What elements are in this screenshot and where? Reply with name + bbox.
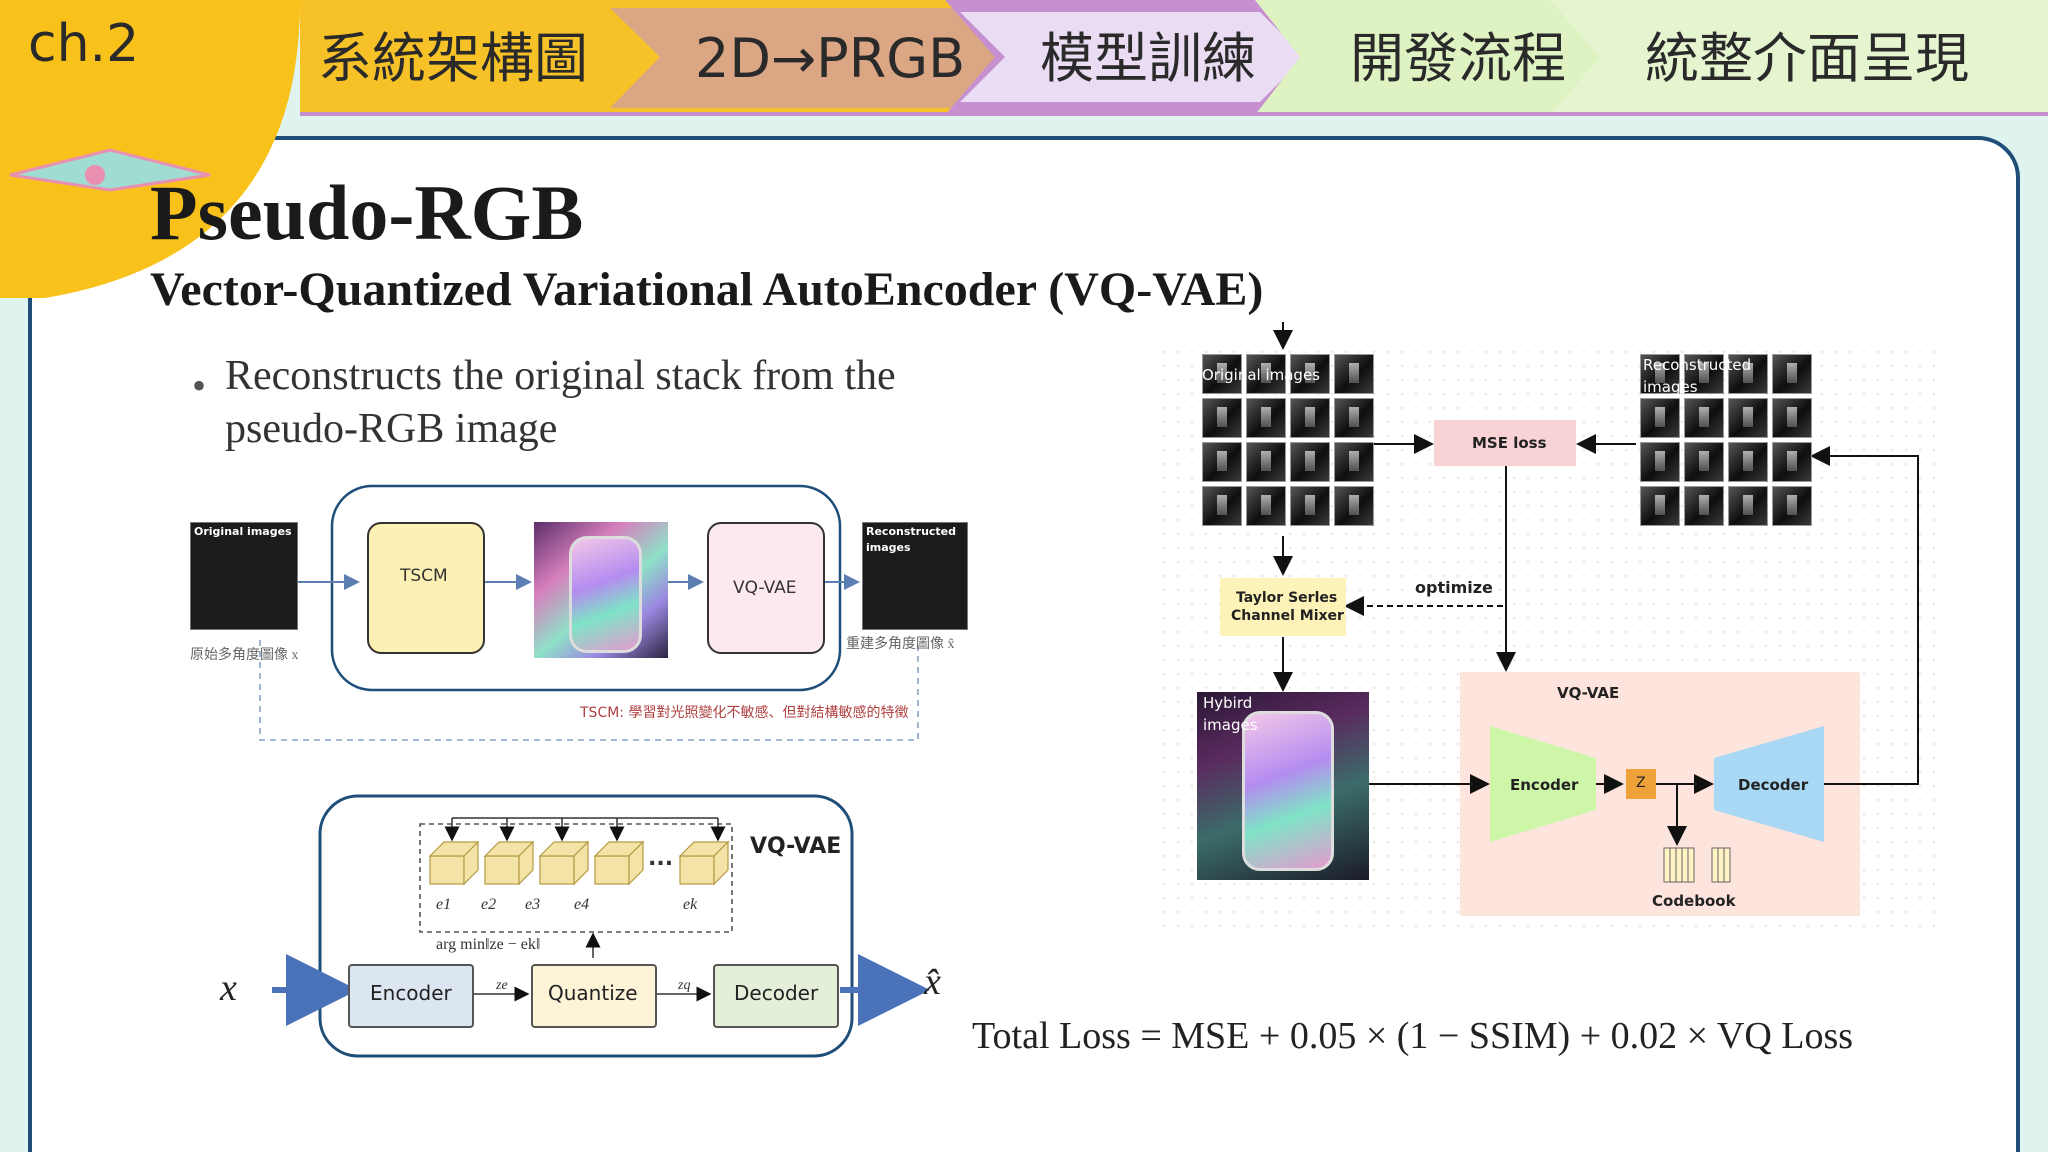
training-vqvae-label: VQ-VAE [1557, 684, 1620, 702]
latent-z-label: Z [1636, 775, 1646, 791]
quantize-label: Quantize [548, 981, 638, 1005]
tab-2d-to-prgb[interactable]: 2D→PRGB [695, 27, 966, 90]
mse-loss-label: MSE loss [1472, 434, 1547, 452]
vqvae-fig-title: VQ-VAE [750, 834, 842, 859]
tab-model-training[interactable]: 模型訓練 [1040, 27, 1256, 90]
taylor-series-channel-mixer-box [1220, 578, 1346, 636]
training-decoder-label: Decoder [1738, 776, 1809, 794]
slide-subtitle: Vector-Quantized Variational AutoEncoder… [150, 263, 1264, 316]
pseudo-rgb-image [534, 522, 668, 658]
latent-z-box [1626, 769, 1656, 799]
zq-label: zq [678, 978, 691, 993]
vqvae-label: VQ-VAE [733, 578, 797, 598]
total-loss-formula: Total Loss = MSE + 0.05 × (1 − SSIM) + 0… [972, 1015, 1854, 1057]
tab-development-flow[interactable]: 開發流程 [1350, 27, 1566, 90]
codebook-e3: e3 [525, 896, 541, 913]
hybird-image [1197, 692, 1369, 880]
reconstructed-thumb-label-1: Reconstructed [866, 525, 957, 538]
decoder-box [713, 964, 839, 1028]
slide-title: Pseudo-RGB [150, 169, 584, 256]
optimize-label: optimize [1415, 578, 1493, 597]
codebook-e2: e2 [481, 896, 497, 913]
bullet-text-line1: Reconstructs the original stack from the [225, 353, 896, 399]
input-x: x [220, 967, 237, 1009]
codebook-dots: ... [648, 846, 674, 871]
encoder-label: Encoder [370, 981, 452, 1005]
original-images-thumbnail [190, 522, 298, 630]
training-encoder-label: Encoder [1510, 776, 1579, 794]
codebook-label: Codebook [1652, 892, 1736, 910]
ze-label: ze [496, 978, 508, 993]
bullet-text-line2: pseudo-RGB image [225, 406, 558, 452]
bullet-dot: • [192, 363, 207, 408]
hybird-label-1: Hybird [1203, 694, 1253, 712]
original-images-thumb-label: Original images [194, 525, 292, 538]
reconstructed-images-caption: 重建多角度圖像 x̂ [846, 637, 955, 652]
codebook-e4: e4 [574, 896, 590, 913]
training-recon-label-2: images [1643, 378, 1698, 396]
quantize-box [531, 964, 657, 1028]
tscm-label: TSCM [400, 566, 448, 586]
tscm-note: TSCM: 學習對光照變化不敏感、但對結構敏感的特徵 [580, 705, 909, 721]
hybird-label-2: images [1203, 716, 1258, 734]
reconstructed-thumb-label-2: images [866, 541, 911, 554]
taylor-mixer-label-2: Channel Mixer [1231, 608, 1344, 624]
original-images-caption: 原始多角度圖像 x [190, 648, 299, 663]
reconstructed-images-thumbnail [862, 522, 968, 630]
codebook-ek: ek [683, 896, 698, 913]
output-xhat: x̂ [924, 961, 941, 1003]
training-original-label: Original images [1202, 366, 1321, 384]
training-recon-label-1: Reconstructed [1643, 356, 1752, 374]
codebook-e1: e1 [436, 896, 452, 913]
decoder-label: Decoder [734, 981, 819, 1005]
tscm-box [367, 522, 485, 654]
chapter-label: ch.2 [28, 14, 140, 74]
vqvae-box [707, 522, 825, 654]
argmin-label: arg min‖ze − ek‖ [436, 936, 541, 953]
taylor-mixer-label-1: Taylor Serles [1236, 590, 1338, 606]
encoder-box [348, 964, 474, 1028]
tab-integrated-ui[interactable]: 統整介面呈現 [1645, 27, 1969, 90]
tab-system-architecture[interactable]: 系統架構圖 [318, 27, 588, 90]
mse-loss-box [1434, 420, 1576, 466]
